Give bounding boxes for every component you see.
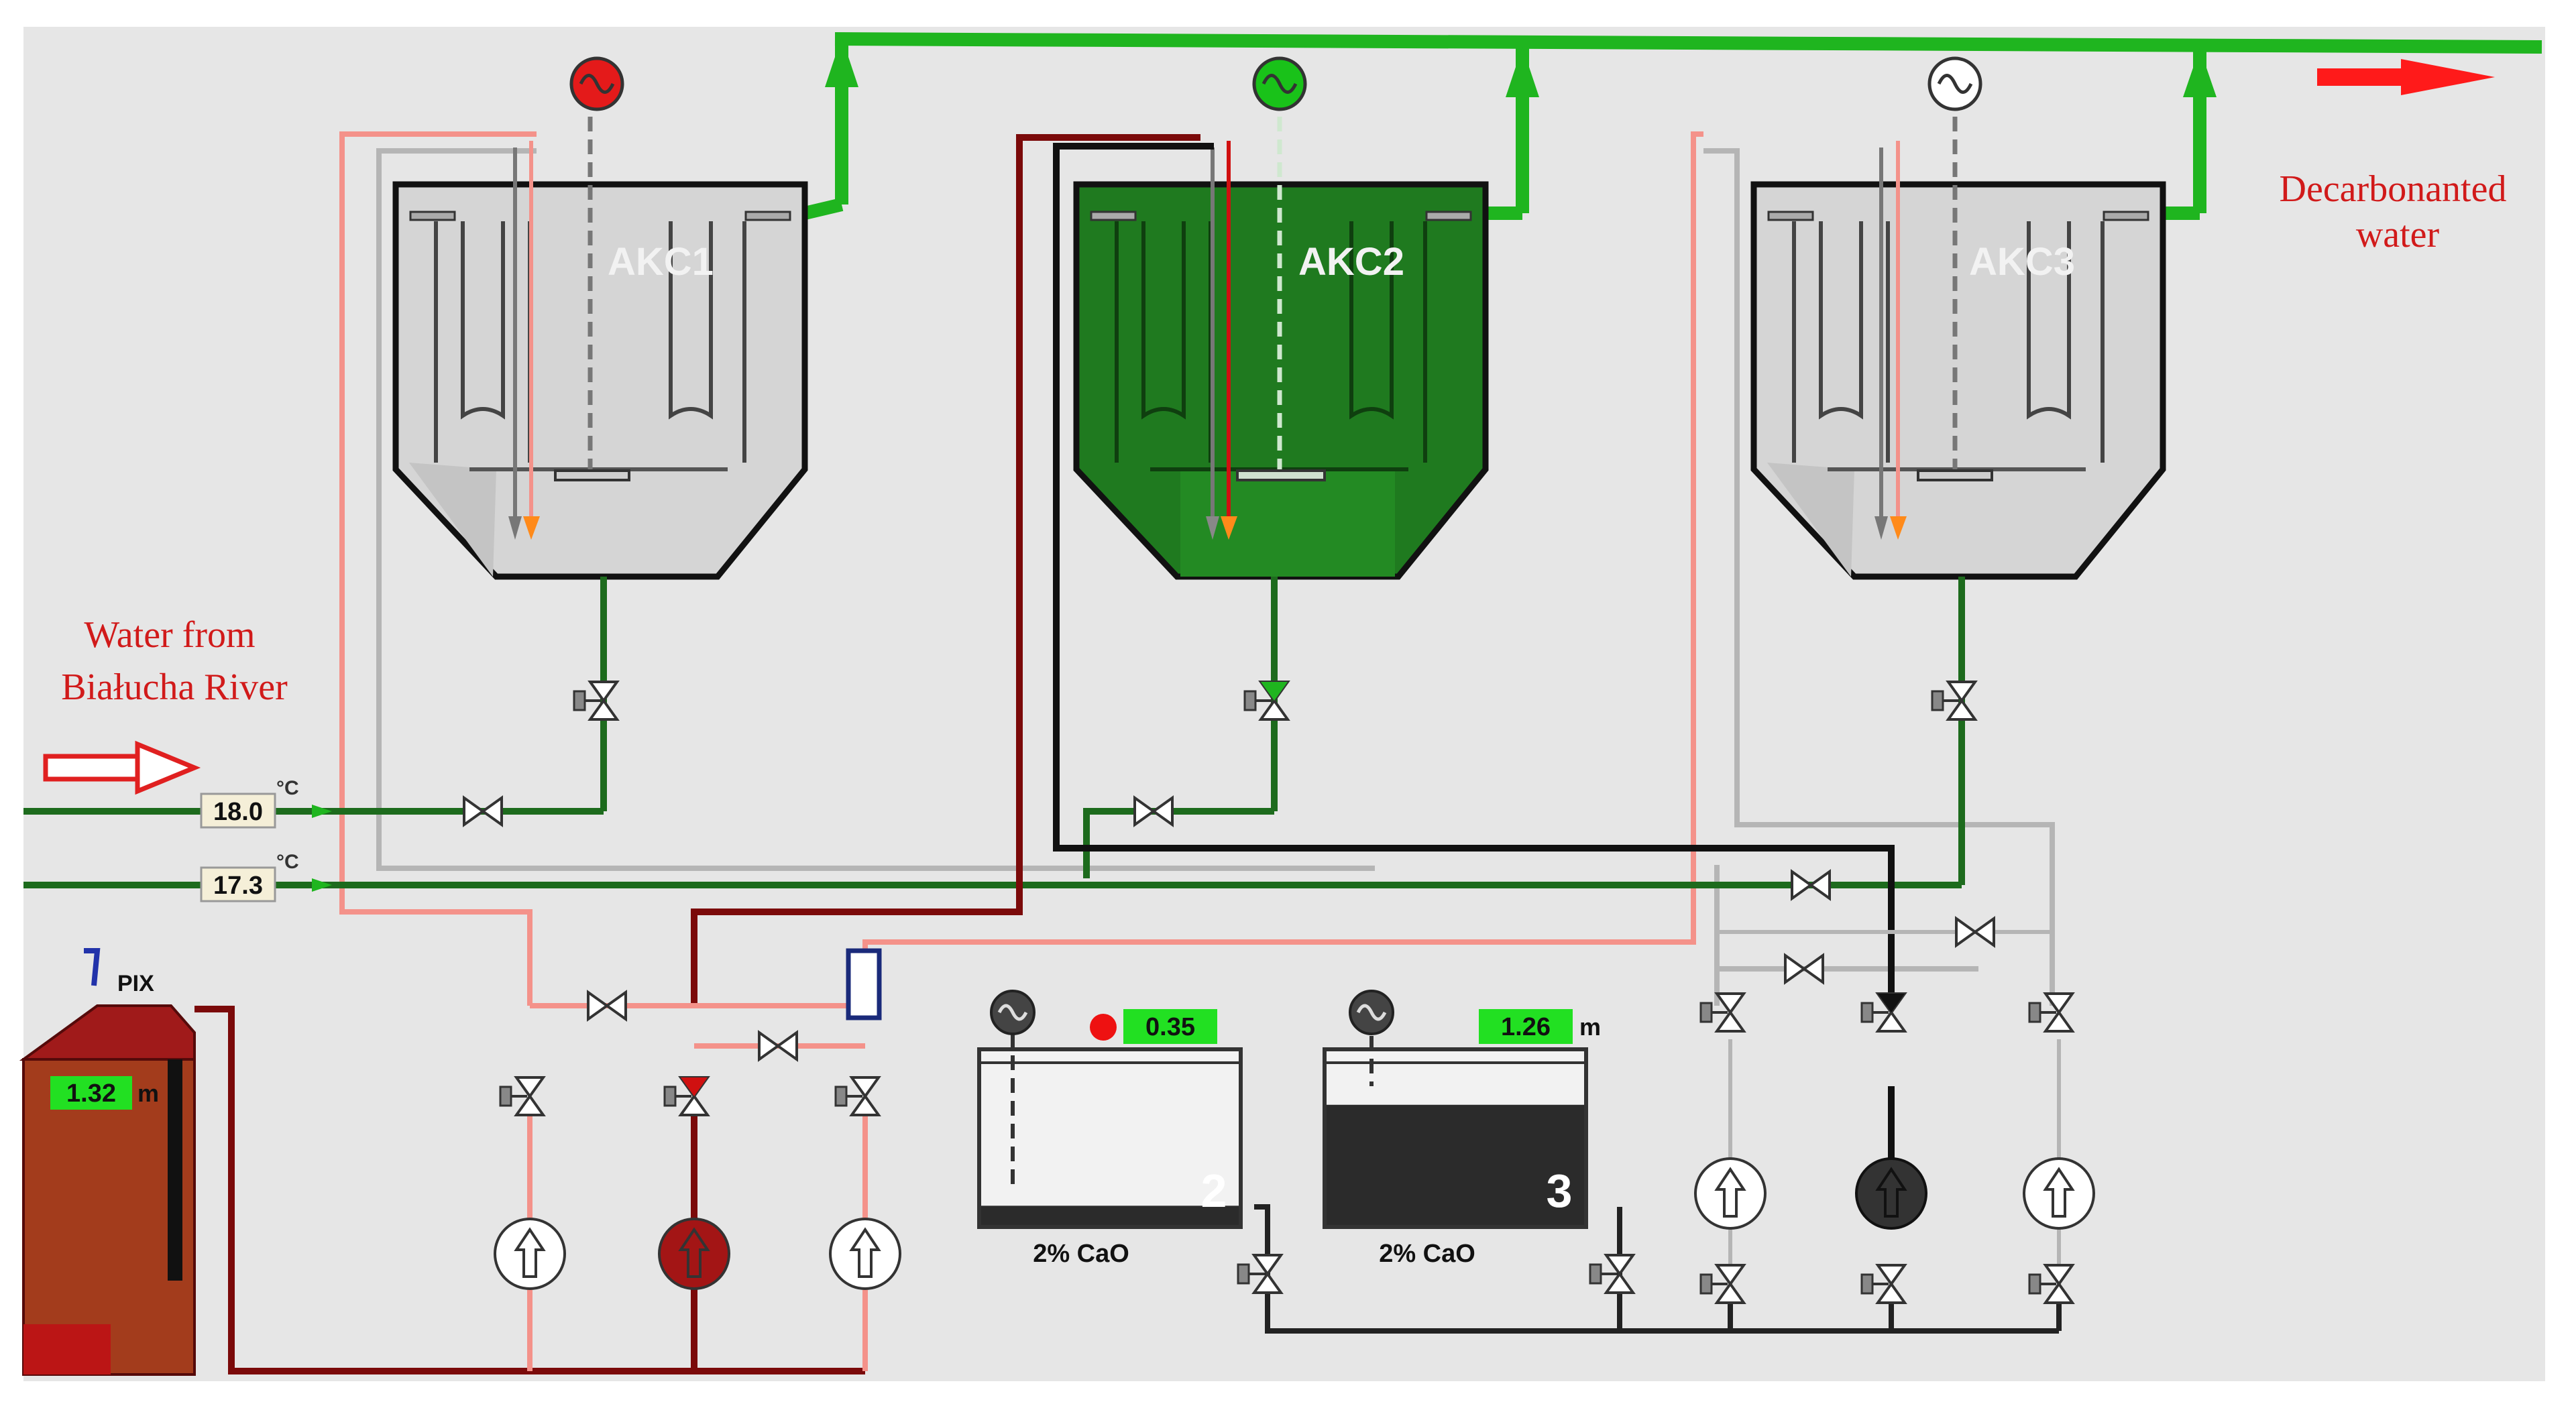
svg-text:PIX: PIX (117, 971, 154, 996)
flow-arrows-up (825, 37, 2217, 97)
valve-lime-2-indicator (1878, 994, 1905, 1012)
pix-level-display: 1.32 m (50, 1076, 159, 1110)
input-arrow (43, 740, 201, 795)
svg-text:m: m (1579, 1013, 1601, 1041)
svg-text:2: 2 (1201, 1165, 1227, 1217)
pix-tank: PIX (19, 948, 196, 1376)
temperature-display-1: 18.0 °C (200, 777, 299, 829)
tank-akc1-label: AKC1 (608, 240, 714, 284)
valve-akc2-indicator (1261, 682, 1288, 701)
svg-text:0.35: 0.35 (1145, 1013, 1195, 1041)
lime-line-akc2 (1053, 143, 1895, 1167)
flow-arrows-inlet (312, 805, 332, 892)
pump-pix-2[interactable] (658, 1218, 730, 1290)
svg-text:17.3: 17.3 (213, 872, 263, 900)
svg-text:2% CaO: 2% CaO (1033, 1240, 1129, 1268)
output-arrow (2317, 59, 2495, 95)
temperature-display-2: 17.3 °C (200, 851, 299, 902)
pump-lime-3[interactable] (2023, 1157, 2095, 1230)
sludge-lines (23, 577, 1965, 888)
svg-text:°C: °C (276, 851, 299, 873)
svg-text:3: 3 (1547, 1165, 1573, 1217)
svg-text:m: m (137, 1079, 159, 1107)
svg-text:1.26: 1.26 (1501, 1013, 1551, 1041)
svg-text:18.0: 18.0 (213, 798, 263, 826)
pump-lime-2[interactable] (1855, 1157, 1927, 1230)
svg-text:2% CaO: 2% CaO (1379, 1240, 1475, 1268)
pump-lime-1[interactable] (1694, 1157, 1767, 1230)
mixer-akc3-indicator[interactable] (1927, 56, 1982, 111)
input-label: Water from Białucha River (61, 614, 288, 708)
svg-text:°C: °C (276, 777, 299, 799)
pump-pix-3[interactable] (829, 1218, 901, 1290)
lime-distribution-line (1254, 1204, 2062, 1334)
tank-akc2-label: AKC2 (1298, 240, 1404, 284)
tank-akc1 (392, 94, 808, 580)
mixer-akc1-indicator[interactable] (569, 56, 624, 111)
output-label: Decarbonanted water (2280, 168, 2516, 255)
lime-tank-3: 1.26 m 3 2% CaO (1323, 990, 1601, 1268)
mixer-akc2-indicator[interactable] (1252, 56, 1307, 111)
tank-akc3 (1750, 94, 2166, 580)
valve-dose-2-indicator (681, 1077, 708, 1096)
tank-akc2 (1073, 94, 1489, 580)
tank-akc3-label: AKC3 (1969, 240, 2075, 284)
svg-text:1.32: 1.32 (66, 1079, 116, 1108)
recirculation-lines (339, 131, 2055, 1006)
flow-meter (846, 948, 882, 1020)
pump-pix-1[interactable] (494, 1218, 566, 1290)
lime-tank-2: 0.35 2 2% CaO (977, 990, 1243, 1268)
